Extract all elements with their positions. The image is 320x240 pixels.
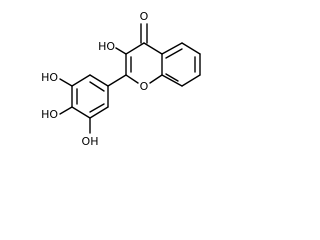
bond bbox=[89, 74, 109, 87]
bond bbox=[71, 106, 91, 119]
atom-label-carbonyl-oxygen: O bbox=[140, 10, 149, 23]
atom-label-hydroxyl-c3p: HO bbox=[41, 71, 58, 84]
bond bbox=[149, 74, 163, 84]
atom-labels: O O HO HO HO OH bbox=[41, 10, 149, 148]
bond bbox=[71, 74, 91, 87]
bond bbox=[125, 74, 139, 84]
bond bbox=[161, 42, 183, 55]
atom-label-hydroxyl-c3: HO bbox=[98, 40, 115, 53]
atom-label-hydroxyl-c4p: HO bbox=[41, 108, 58, 121]
bond bbox=[89, 106, 109, 119]
bond bbox=[125, 42, 145, 55]
bond bbox=[59, 78, 73, 87]
bonds bbox=[59, 23, 201, 134]
atom-label-ring-oxygen: O bbox=[140, 80, 149, 93]
bond bbox=[165, 48, 183, 59]
structure-diagram: O O HO HO HO OH bbox=[41, 10, 201, 148]
bond bbox=[161, 74, 183, 87]
bond bbox=[143, 42, 163, 55]
bond bbox=[181, 74, 201, 87]
atom-label-hydroxyl-c5p: OH bbox=[82, 135, 99, 148]
bond bbox=[165, 73, 179, 82]
bond bbox=[89, 81, 105, 92]
bond bbox=[59, 106, 73, 115]
bond bbox=[115, 47, 127, 55]
bond bbox=[107, 74, 127, 87]
bond bbox=[181, 42, 201, 55]
bond bbox=[89, 103, 105, 113]
